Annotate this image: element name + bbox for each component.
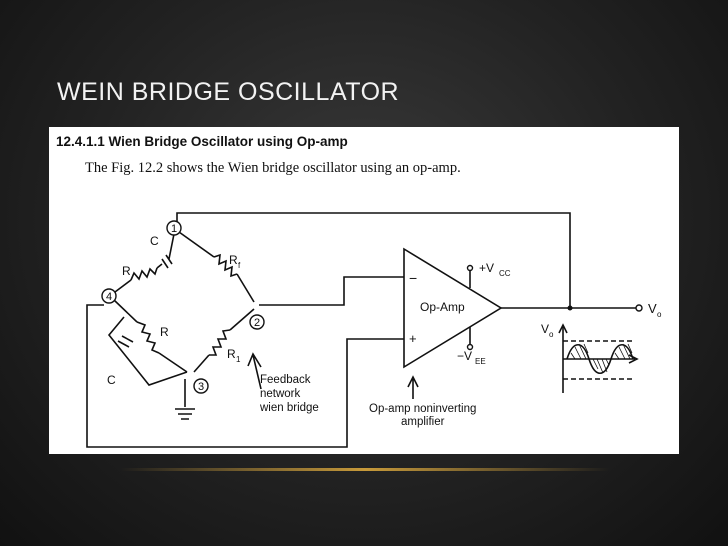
vcc-label: +V xyxy=(479,261,494,275)
node-2-label: 2 xyxy=(254,317,260,329)
circuit-diagram: 1 2 3 4 C R R f R C R 1 − + Op-Amp +V CC… xyxy=(86,212,662,448)
vcc-terminal xyxy=(466,264,474,272)
waveform-arrow-y xyxy=(558,323,568,334)
node-1-label: 1 xyxy=(171,223,177,235)
vee-terminal xyxy=(466,343,474,351)
resistor-r-parallel xyxy=(136,321,160,354)
label-c-series: C xyxy=(150,234,159,248)
amplifier-arrow xyxy=(407,375,419,399)
arm-r-series-wire xyxy=(114,279,132,293)
slide-title: WEIN BRIDGE OSCILLATOR xyxy=(57,78,400,106)
arm-parallel-wire xyxy=(113,299,138,323)
resistor-r1 xyxy=(209,329,231,356)
arm-r1-wire xyxy=(193,354,210,373)
output-junction xyxy=(567,305,573,311)
waveform-sine xyxy=(566,343,634,375)
capacitor-c-parallel xyxy=(117,335,134,348)
vee-label: −V xyxy=(457,349,472,363)
label-r1-sub: 1 xyxy=(236,355,241,364)
output-terminal xyxy=(635,304,643,312)
resistor-r-series xyxy=(130,267,158,281)
capacitor-parallel-wire xyxy=(107,316,188,386)
label-c-parallel: C xyxy=(107,373,116,387)
node-4-label: 4 xyxy=(106,291,112,303)
ground-symbol xyxy=(175,408,195,420)
feedback-top-wire xyxy=(176,212,571,307)
label-r-series: R xyxy=(122,264,131,278)
feedback-annotation-line1: Feedback xyxy=(260,374,311,386)
circuit-figure: 12.4.1.1 Wien Bridge Oscillator using Op… xyxy=(49,127,679,454)
capacitor-c-series xyxy=(161,254,173,269)
label-rf-sub: f xyxy=(238,261,241,270)
vee-sub-label: EE xyxy=(475,357,486,366)
arm-rf-wire2 xyxy=(236,273,255,303)
waveform-axis-sub-label: o xyxy=(549,330,554,339)
opamp-triangle xyxy=(403,247,503,369)
arm-c-wire xyxy=(168,233,175,260)
wire-node4-loop xyxy=(86,304,404,448)
amplifier-annotation-line1: Op-amp noninverting xyxy=(369,403,476,415)
amplifier-annotation-line2: amplifier xyxy=(401,416,445,428)
resistor-rf xyxy=(213,253,238,278)
feedback-arrow xyxy=(247,352,262,390)
arm-rf-wire xyxy=(178,231,215,258)
wire-node2-inverting xyxy=(259,276,404,306)
output-label: V xyxy=(648,301,657,316)
node-3-label: 3 xyxy=(198,381,204,393)
decorative-divider xyxy=(120,468,610,471)
waveform-hatch xyxy=(570,343,633,374)
waveform-axis-label: V xyxy=(541,322,549,336)
label-r-parallel: R xyxy=(160,325,169,339)
arm-parallel-wire2 xyxy=(158,352,188,373)
arm-rc-wire xyxy=(156,263,163,269)
label-r1: R xyxy=(227,347,236,361)
bridge-nodes: 1 2 3 4 xyxy=(101,220,265,394)
figure-heading: 12.4.1.1 Wien Bridge Oscillator using Op… xyxy=(56,134,348,149)
opamp-plus-label: + xyxy=(409,331,417,346)
arm-r1-wire2 xyxy=(229,308,255,331)
feedback-annotation-line3: wien bridge xyxy=(259,402,319,414)
label-rf: R xyxy=(229,253,238,267)
figure-description: The Fig. 12.2 shows the Wien bridge osci… xyxy=(85,160,461,176)
output-sub-label: o xyxy=(657,310,662,319)
vcc-sub-label: CC xyxy=(499,269,511,278)
feedback-annotation-line2: network xyxy=(260,388,301,400)
opamp-minus-label: − xyxy=(409,270,417,286)
opamp-label: Op-Amp xyxy=(420,300,465,314)
